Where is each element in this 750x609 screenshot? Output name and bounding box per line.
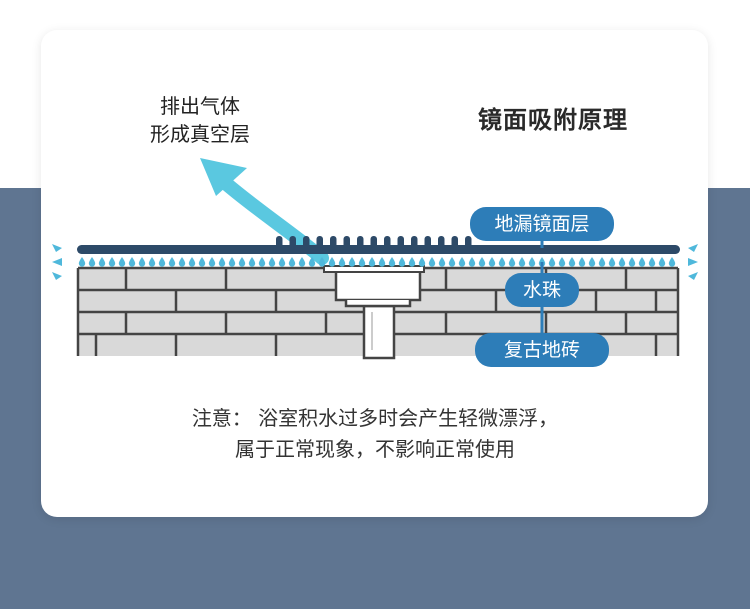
water-droplet-icon	[388, 257, 396, 267]
water-droplet-icon	[578, 257, 586, 267]
water-droplet-icon	[218, 257, 226, 267]
water-bead-label: 水珠	[505, 273, 579, 307]
water-droplet-icon	[428, 257, 436, 267]
water-droplet-icon	[418, 257, 426, 267]
water-droplet-icon	[88, 257, 96, 267]
water-droplet-icon	[78, 257, 86, 267]
water-droplet-icon	[408, 257, 416, 267]
water-droplet-icon	[538, 257, 546, 267]
water-droplet-icon	[248, 257, 256, 267]
drain-body	[323, 265, 425, 360]
water-droplet-icon	[198, 257, 206, 267]
water-droplet-icon	[668, 257, 676, 267]
exhaust-label: 排出气体 形成真空层	[130, 92, 270, 148]
water-droplet-icon	[348, 257, 356, 267]
water-droplet-icon	[378, 257, 386, 267]
water-droplet-icon	[258, 257, 266, 267]
mirror-ridge	[316, 236, 323, 248]
water-droplet-icon	[548, 257, 556, 267]
water-droplet-icon	[508, 257, 516, 267]
water-droplet-icon	[178, 257, 186, 267]
tile-label: 复古地砖	[475, 333, 609, 367]
water-droplet-icon	[528, 257, 536, 267]
water-droplet-icon	[628, 257, 636, 267]
water-droplet-icon	[608, 257, 616, 267]
water-droplet-icon	[228, 257, 236, 267]
water-droplet-icon	[558, 257, 566, 267]
mirror-ridge	[276, 236, 283, 248]
water-droplet-icon	[238, 257, 246, 267]
water-droplet-icon	[298, 257, 306, 267]
mirror-layer-label: 地漏镜面层	[470, 207, 614, 241]
mirror-ridge	[330, 236, 337, 248]
small-arrow-icon	[52, 244, 698, 280]
water-droplet-icon	[278, 257, 286, 267]
water-droplet-icon	[138, 257, 146, 267]
mirror-ridge	[451, 236, 458, 248]
water-droplet-icon	[318, 257, 326, 267]
water-droplet-icon	[438, 257, 446, 267]
water-droplet-icon	[498, 257, 506, 267]
note-line1: 注意： 浴室积水过多时会产生轻微漂浮，	[191, 406, 559, 430]
mirror-surface	[77, 236, 680, 254]
mirror-ridge	[465, 236, 472, 248]
mirror-ridge	[303, 236, 310, 248]
mirror-ridge	[397, 236, 404, 248]
mirror-ridge	[370, 236, 377, 248]
water-droplet-icon	[448, 257, 456, 267]
exhaust-label-line1: 排出气体	[160, 94, 240, 118]
mirror-ridge	[357, 236, 364, 248]
water-droplet-icon	[118, 257, 126, 267]
mirror-ridge	[424, 236, 431, 248]
note-line2: 属于正常现象，不影响正常使用	[235, 437, 515, 461]
water-droplet-icon	[158, 257, 166, 267]
water-droplet-icon	[658, 257, 666, 267]
water-droplet-icon	[98, 257, 106, 267]
water-droplet-icon	[478, 257, 486, 267]
mirror-ridge	[411, 236, 418, 248]
mirror-ridge	[438, 236, 445, 248]
water-droplet-icon	[588, 257, 596, 267]
water-droplet-icon	[458, 257, 466, 267]
water-droplet-icon	[468, 257, 476, 267]
page-title: 镜面吸附原理	[478, 106, 628, 134]
water-droplet-icon	[358, 257, 366, 267]
water-droplet-icon	[188, 257, 196, 267]
water-droplet-icon	[268, 257, 276, 267]
water-droplet-layer	[78, 257, 676, 267]
note-text: 注意： 浴室积水过多时会产生轻微漂浮， 属于正常现象，不影响正常使用	[90, 403, 660, 465]
water-droplet-icon	[128, 257, 136, 267]
water-droplet-icon	[168, 257, 176, 267]
water-droplet-icon	[368, 257, 376, 267]
water-droplet-icon	[638, 257, 646, 267]
arrow-head	[200, 158, 247, 196]
water-droplet-icon	[398, 257, 406, 267]
mirror-ridge	[343, 236, 350, 248]
water-droplet-icon	[488, 257, 496, 267]
water-droplet-icon	[338, 257, 346, 267]
exhaust-label-line2: 形成真空层	[150, 122, 250, 146]
water-droplet-icon	[108, 257, 116, 267]
water-droplet-icon	[308, 257, 316, 267]
water-droplet-icon	[518, 257, 526, 267]
water-droplet-icon	[568, 257, 576, 267]
water-droplet-icon	[648, 257, 656, 267]
mirror-ridge	[289, 236, 296, 248]
water-droplet-icon	[598, 257, 606, 267]
water-droplet-icon	[288, 257, 296, 267]
water-droplet-icon	[328, 257, 336, 267]
water-droplet-icon	[148, 257, 156, 267]
water-droplet-icon	[618, 257, 626, 267]
mirror-ridge	[384, 236, 391, 248]
water-droplet-icon	[208, 257, 216, 267]
